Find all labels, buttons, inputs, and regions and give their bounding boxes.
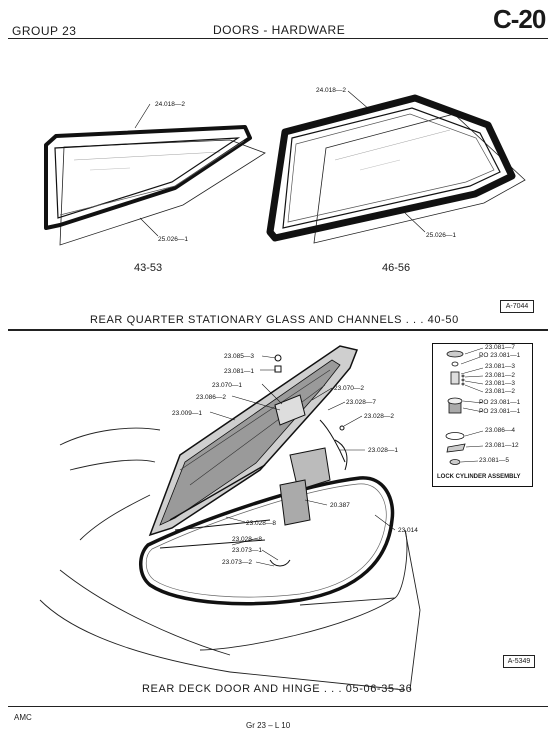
lock-label-2: PO 23.081—1 [479, 352, 521, 359]
label-23014: 23.014 [398, 527, 418, 534]
leader-lines [209, 355, 396, 567]
right-model-label: 46-56 [382, 262, 411, 274]
lock-label-9: 23.086—4 [485, 427, 515, 434]
left-model-label: 43-53 [134, 262, 163, 274]
page-code: C-20 [493, 4, 546, 34]
label-23070-1: 23.070—1 [212, 382, 242, 389]
hinge-and-rods [159, 354, 348, 567]
label-23028-7: 23.028—7 [346, 399, 376, 406]
lock-label-1: 23.081—7 [485, 344, 515, 351]
bottom-caption: REAR DECK DOOR AND HINGE . . . 05-06-35-… [142, 683, 413, 695]
lock-label-5: 23.081—3 [485, 380, 515, 387]
label-20387: 20.387 [330, 502, 350, 509]
label-23070-2: 23.070—2 [334, 385, 364, 392]
left-channel-label: 24.018—2 [155, 101, 185, 108]
label-23081-1: 23.081—1 [224, 368, 254, 375]
top-ref-code: A-7044 [500, 300, 534, 313]
left-glass-label: 25.026—1 [158, 236, 188, 243]
lock-label-10: 23.081—12 [485, 442, 519, 449]
lock-label-3: 23.081—3 [485, 363, 515, 370]
label-23009-1: 23.009—1 [172, 410, 202, 417]
label-23085-3: 23.085—3 [224, 353, 254, 360]
label-23028-1: 23.028—1 [368, 447, 398, 454]
lock-label-4: 23.081—2 [485, 372, 515, 379]
right-quarter-glass-assembly [266, 90, 526, 244]
label-23028-8b: 23.028—8 [232, 536, 262, 543]
label-23073-1: 23.073—1 [232, 547, 262, 554]
section-divider [8, 329, 548, 331]
right-channel-label: 24.018—2 [316, 87, 346, 94]
left-quarter-glass-assembly [44, 103, 266, 246]
footer-page-ref: Gr 23 – L 10 [246, 721, 291, 730]
lock-label-6: 23.081—2 [485, 388, 515, 395]
label-23028-8a: 23.028—8 [246, 520, 276, 527]
group-label: GROUP 23 [12, 24, 77, 38]
lock-label-7: PO 23.081—1 [479, 399, 521, 406]
header-rule [8, 38, 548, 39]
label-23086-2: 23.086—2 [196, 394, 226, 401]
footer-brand: AMC [14, 713, 32, 722]
page-title: DOORS - HARDWARE [213, 23, 346, 37]
label-23073-2: 23.073—2 [222, 559, 252, 566]
footer-rule [8, 706, 548, 707]
right-glass-label: 25.026—1 [426, 232, 456, 239]
quarter-glass-illustrations: 24.018—2 25.026—1 24.018—2 25.026—1 [44, 87, 526, 246]
lock-cylinder-parts [445, 347, 484, 465]
label-23028-2: 23.028—2 [364, 413, 394, 420]
lock-cylinder-box: 23.081—7 PO 23.081—1 23.081—3 23.081—2 2… [432, 343, 533, 487]
lock-label-8: PO 23.081—1 [479, 408, 521, 415]
top-caption: REAR QUARTER STATIONARY GLASS AND CHANNE… [90, 314, 459, 326]
lock-label-11: 23.081—5 [479, 457, 509, 464]
lock-box-title: LOCK CYLINDER ASSEMBLY [437, 474, 521, 480]
bottom-ref-code: A-5349 [503, 655, 535, 668]
car-body-outline [39, 427, 421, 691]
